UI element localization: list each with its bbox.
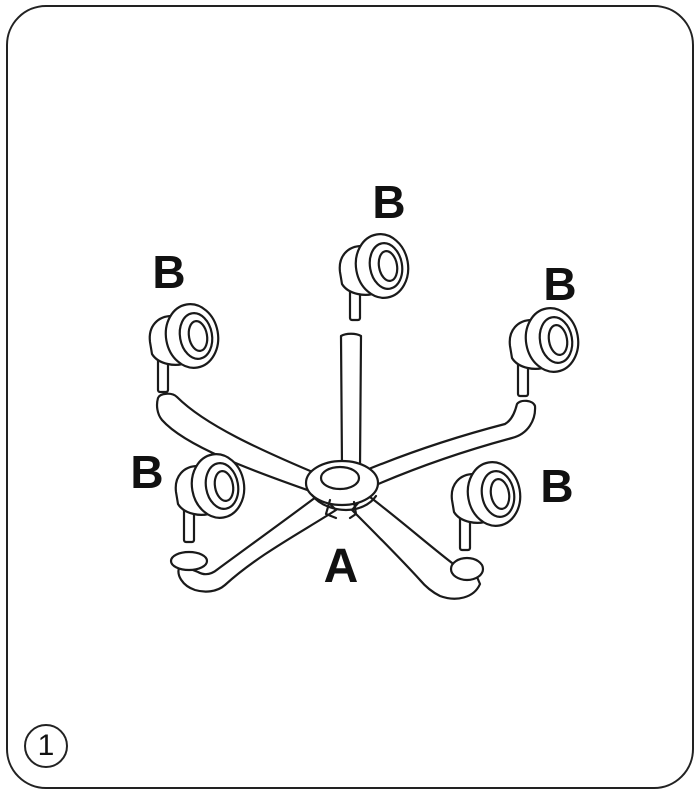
label-base: A	[324, 540, 359, 593]
caster-top	[338, 233, 410, 322]
label-caster-upper-left: B	[152, 246, 185, 298]
base-leg-front-left	[177, 492, 338, 593]
label-caster-top: B	[372, 176, 405, 228]
base-leg-front-right	[350, 492, 482, 600]
label-caster-lower-right: B	[540, 460, 573, 512]
caster-upper-right	[508, 307, 580, 398]
leg-cap-left	[169, 550, 209, 572]
chair-base	[155, 332, 537, 600]
caster-lower-right	[450, 461, 522, 552]
label-caster-lower-left: B	[130, 446, 163, 498]
base-hub-socket	[319, 465, 361, 491]
base-leg-upper-right	[362, 399, 537, 490]
base-leg-back	[339, 332, 363, 470]
step-number: 1	[37, 729, 55, 762]
caster-upper-left	[148, 303, 220, 394]
caster-lower-left	[174, 453, 246, 544]
label-caster-upper-right: B	[543, 258, 576, 310]
step-number-badge: 1	[24, 724, 68, 768]
leg-cap-right	[449, 556, 485, 582]
